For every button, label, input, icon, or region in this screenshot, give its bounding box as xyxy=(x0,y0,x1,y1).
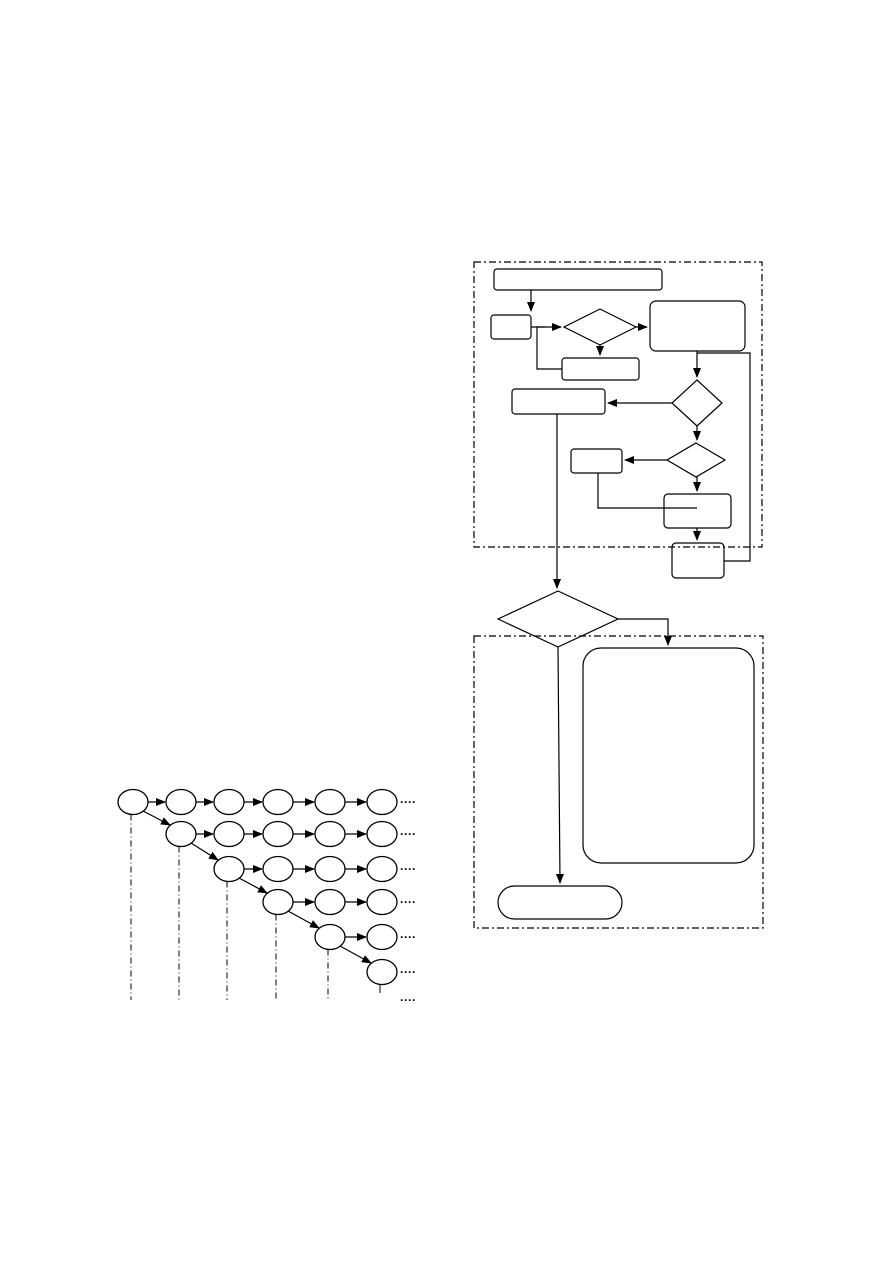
decision-diamond-2 xyxy=(671,379,723,427)
lower-right-process-box xyxy=(663,493,732,529)
lattice-node xyxy=(366,958,398,986)
arrow-main-decision-to-end xyxy=(555,646,564,884)
lattice-diagonal-arrow xyxy=(238,877,268,894)
lower-dashed-region xyxy=(473,635,764,929)
end-terminal xyxy=(497,885,623,920)
main-decision-diamond xyxy=(496,590,620,648)
lattice-diagonal-arrow xyxy=(142,810,171,826)
loop-back-line xyxy=(697,352,751,562)
lattice-node xyxy=(366,888,398,916)
upper-dashed-region xyxy=(473,261,763,548)
lattice-node xyxy=(314,788,346,816)
lattice-row-ellipsis: ···· xyxy=(400,930,416,944)
lattice-node xyxy=(262,820,294,848)
decision-diamond-1 xyxy=(562,308,638,346)
line-small-box-2-down xyxy=(597,473,697,509)
flowchart xyxy=(473,261,764,929)
lattice-diagonal-arrow xyxy=(287,910,320,929)
lattice-diagonal-arrow xyxy=(190,842,219,861)
lattice-node xyxy=(262,788,294,816)
lattice-row-ellipsis: ···· xyxy=(400,895,416,909)
lattice-node xyxy=(366,923,398,951)
lattice-node xyxy=(314,820,346,848)
bottom-right-process-box xyxy=(671,542,725,579)
lattice-node xyxy=(165,788,197,816)
top-process-box xyxy=(493,268,663,291)
lattice-row-ellipsis: ···· xyxy=(400,795,416,809)
lower-panel-box xyxy=(582,647,755,864)
decision-diamond-3 xyxy=(665,442,727,478)
line-decision-1-loop xyxy=(536,326,562,370)
lattice-node xyxy=(366,855,398,883)
lattice-row-ellipsis: ···· xyxy=(400,827,416,841)
lattice-diagram: ···· ···· ···· ···· ···· ···· ···· xyxy=(117,788,416,1007)
lattice-row-ellipsis: ···· xyxy=(400,965,416,979)
small-process-box-2 xyxy=(570,448,623,474)
lattice-node xyxy=(262,855,294,883)
lattice-node xyxy=(213,820,245,848)
lattice-node xyxy=(366,788,398,816)
small-left-box xyxy=(490,314,532,340)
right-process-box xyxy=(649,300,746,352)
lattice-node xyxy=(314,855,346,883)
lattice-row-ellipsis: ···· xyxy=(400,862,416,876)
arrow-main-decision-to-panel xyxy=(618,618,672,646)
lattice-node xyxy=(314,888,346,916)
lattice-node xyxy=(366,820,398,848)
lattice-node xyxy=(213,788,245,816)
lattice-bottom-ellipsis: ···· xyxy=(400,993,416,1007)
lattice-diagonal-arrow xyxy=(339,945,372,964)
mid-process-box xyxy=(561,357,640,381)
left-result-box xyxy=(511,388,606,415)
